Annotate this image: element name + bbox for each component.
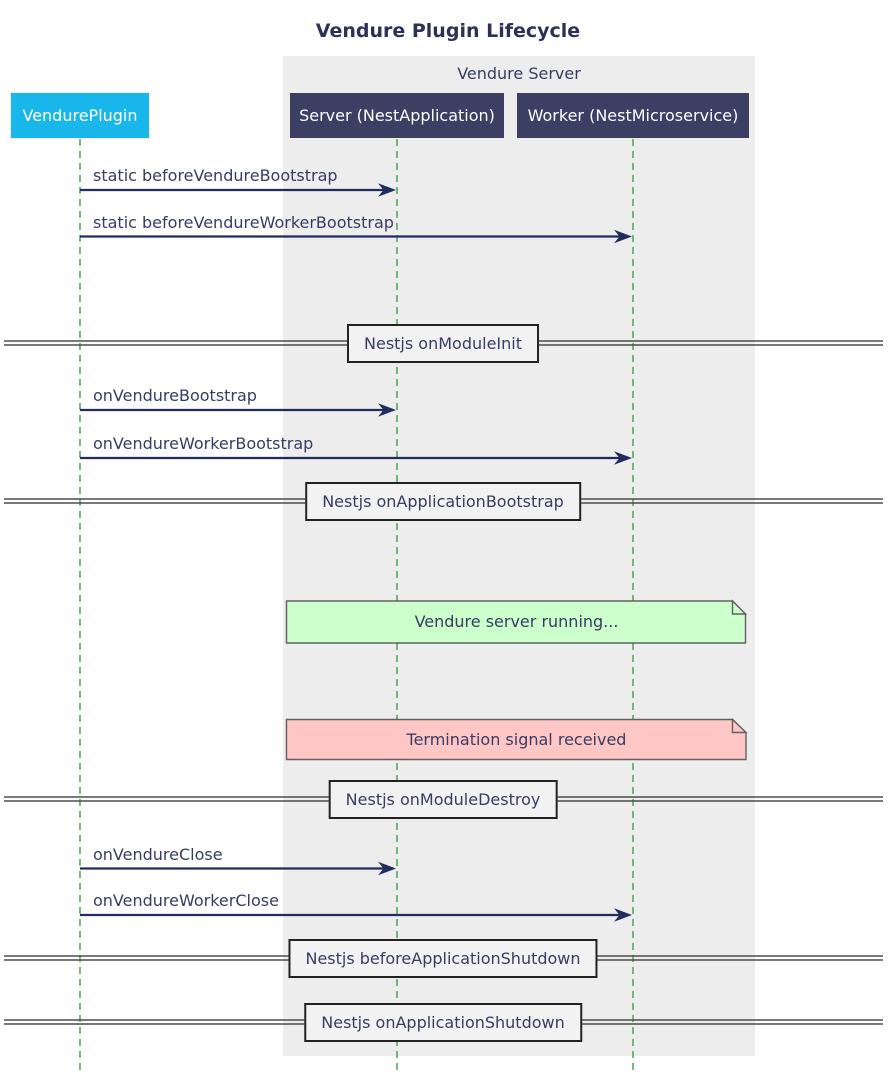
- group-label-vendure-server: Vendure Server: [457, 64, 581, 83]
- participant-vendureplugin-label: VendurePlugin: [22, 106, 138, 125]
- group-box-vendure-server: [283, 56, 755, 1056]
- participant-server-label: Server (NestApplication): [299, 106, 495, 125]
- note-termination-signal: Termination signal received: [406, 729, 627, 749]
- message-label-onvendureworkerbootstrap: onVendureWorkerBootstrap: [93, 434, 314, 453]
- participant-worker: Worker (NestMicroservice): [516, 92, 750, 139]
- divider-onmoduledestroy: Nestjs onModuleDestroy: [328, 779, 558, 819]
- participant-vendureplugin: VendurePlugin: [10, 92, 150, 139]
- arrow-static-beforevendurebootstrap: [80, 183, 396, 197]
- message-label-static-beforevendurebootstrap: static beforeVendureBootstrap: [93, 166, 338, 185]
- arrow-onvendureclose: [80, 861, 396, 876]
- arrow-onvendureworkerbootstrap: [80, 451, 632, 465]
- divider-onapplicationbootstrap: Nestjs onApplicationBootstrap: [305, 481, 581, 521]
- arrow-onvendurebootstrap: [80, 403, 396, 417]
- participant-server: Server (NestApplication): [289, 92, 505, 139]
- message-label-onvendureclose: onVendureClose: [93, 844, 223, 864]
- arrow-static-beforevendureworkerbootstrap: [80, 229, 632, 244]
- divider-onapplicationshutdown: Nestjs onApplicationShutdown: [304, 1002, 582, 1042]
- divider-onmoduleinit: Nestjs onModuleInit: [347, 323, 539, 363]
- arrow-onvendureworkerclose: [80, 908, 632, 922]
- diagram-title: Vendure Plugin Lifecycle: [315, 20, 581, 42]
- message-label-onvendurebootstrap: onVendureBootstrap: [93, 386, 257, 405]
- participant-worker-label: Worker (NestMicroservice): [527, 106, 739, 125]
- note-shape-vendure-server-running: [285, 599, 748, 644]
- divider-beforeapplicationshutdown: Nestjs beforeApplicationShutdown: [288, 938, 598, 978]
- note-shape-termination-signal: [285, 717, 748, 761]
- message-label-static-beforevendureworkerbootstrap: static beforeVendureWorkerBootstrap: [93, 212, 394, 232]
- message-label-onvendureworkerclose: onVendureWorkerClose: [93, 891, 279, 910]
- note-vendure-server-running: Vendure server running...: [414, 612, 619, 631]
